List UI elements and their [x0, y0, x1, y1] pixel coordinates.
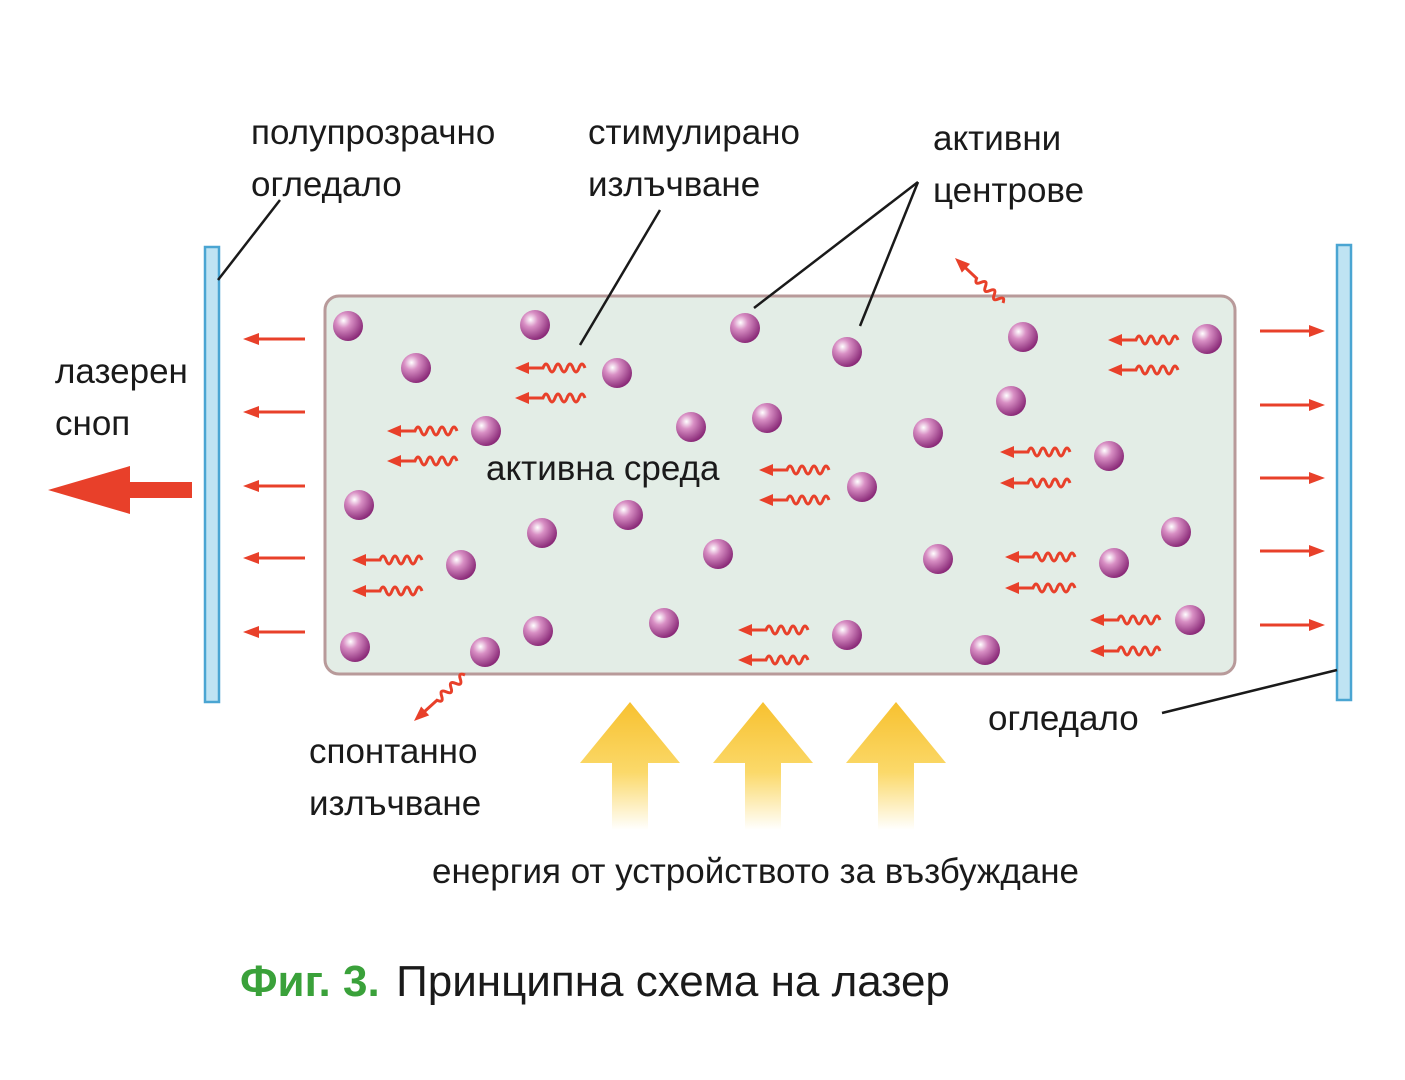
- output-light-arrow: [243, 626, 305, 638]
- active-center-atom: [602, 358, 632, 388]
- active-center-atom: [446, 550, 476, 580]
- reflected-light-arrow: [1260, 545, 1325, 557]
- active-center-atom: [676, 412, 706, 442]
- figure-title: Принципна схема на лазер: [396, 957, 950, 1006]
- stimulated-photon: [352, 554, 424, 566]
- active-center-atom: [471, 416, 501, 446]
- reflected-light-arrow: [1260, 472, 1325, 484]
- photon-layer: [243, 258, 1325, 721]
- spontaneous-photon: [414, 672, 466, 721]
- pump-arrows: [580, 702, 946, 830]
- mirror-label: огледало: [988, 699, 1139, 738]
- spontaneous-photon: [955, 258, 1006, 304]
- active-center-atom: [1192, 324, 1222, 354]
- pump-arrow: [580, 702, 680, 830]
- output-light-arrow: [243, 333, 305, 345]
- output-light-arrow: [243, 552, 305, 564]
- stimulated-photon: [387, 455, 459, 467]
- stimulated-photon: [759, 494, 831, 506]
- active-center-atom: [1099, 548, 1129, 578]
- figure-caption: Фиг. 3. Принципна схема на лазер: [240, 957, 950, 1006]
- atom-layer: [333, 310, 1222, 667]
- leader-lines: [217, 181, 1338, 715]
- reflected-light-arrow: [1260, 325, 1325, 337]
- stimulated-photon: [738, 624, 810, 636]
- output-light-arrow: [243, 406, 305, 418]
- stimulated-photon: [352, 585, 424, 597]
- stimulated-photon: [515, 362, 587, 374]
- active-center-atom: [523, 616, 553, 646]
- active-center-atom: [340, 632, 370, 662]
- pump-energy-label: енергия от устройството за възбуждане: [432, 852, 1079, 891]
- semi-transparent-mirror: [203, 245, 221, 704]
- stimulated-photon: [738, 654, 810, 666]
- stimulated-photon: [1108, 364, 1180, 376]
- output-light-arrow: [243, 480, 305, 492]
- active-center-atom: [527, 518, 557, 548]
- rear-mirror: [1335, 243, 1353, 702]
- active-center-atom: [832, 337, 862, 367]
- active-center-atom: [613, 500, 643, 530]
- pump-arrow: [713, 702, 813, 830]
- active-center-atom: [344, 490, 374, 520]
- active-center-atom: [913, 418, 943, 448]
- pump-arrow: [846, 702, 946, 830]
- active-center-atom: [996, 386, 1026, 416]
- stimulated-photon: [387, 425, 459, 437]
- active-center-atom: [752, 403, 782, 433]
- stimulated-photon: [1108, 334, 1180, 346]
- stimulated-photon: [515, 392, 587, 404]
- active-center-atom: [401, 353, 431, 383]
- reflected-light-arrow: [1260, 619, 1325, 631]
- reflected-light-arrow: [1260, 399, 1325, 411]
- active-center-atom: [1094, 441, 1124, 471]
- active-center-atom: [923, 544, 953, 574]
- stimulated-photon: [1000, 477, 1072, 489]
- active-medium-label: активна среда: [486, 449, 720, 488]
- figure-number: Фиг. 3.: [240, 957, 380, 1006]
- active-center-atom: [970, 635, 1000, 665]
- laser-beam-arrow: [48, 466, 192, 514]
- stimulated-photon: [1005, 551, 1077, 563]
- active-center-atom: [1161, 517, 1191, 547]
- active-center-atom: [470, 637, 500, 667]
- active-center-atom: [730, 313, 760, 343]
- stimulated-photon: [1000, 446, 1072, 458]
- active-center-atom: [847, 472, 877, 502]
- active-center-atom: [832, 620, 862, 650]
- active-center-atom: [1008, 322, 1038, 352]
- stimulated-photon: [759, 464, 831, 476]
- stimulated-photon: [1005, 582, 1077, 594]
- stimulated-photon: [1090, 645, 1162, 657]
- active-center-atom: [333, 311, 363, 341]
- active-center-atom: [1175, 605, 1205, 635]
- active-center-atom: [649, 608, 679, 638]
- active-center-atom: [703, 539, 733, 569]
- stimulated-photon: [1090, 614, 1162, 626]
- active-center-atom: [520, 310, 550, 340]
